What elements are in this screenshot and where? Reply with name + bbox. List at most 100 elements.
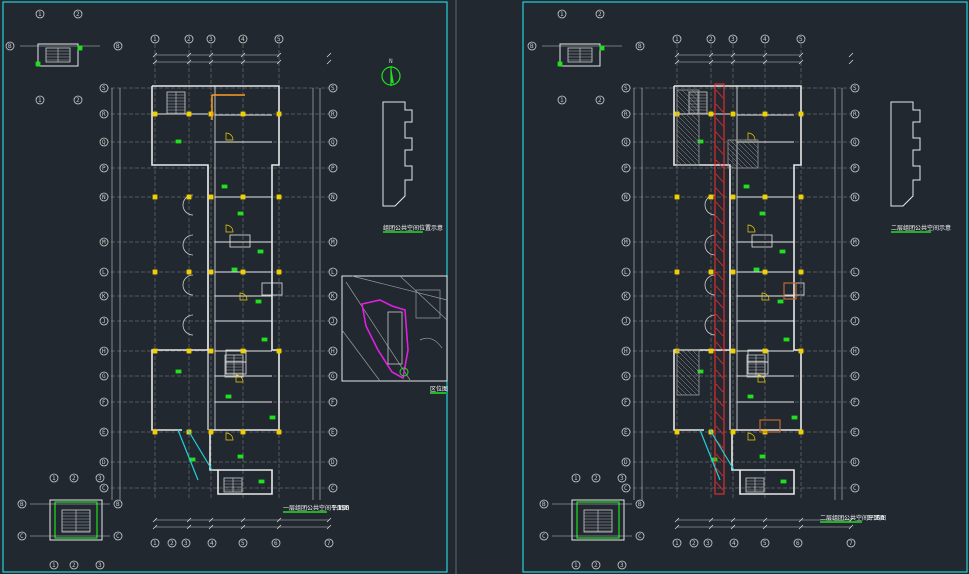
room-tag (175, 139, 182, 144)
grid-bubble: Q (621, 137, 631, 147)
svg-text:4: 4 (763, 36, 767, 43)
room-tag (780, 479, 787, 484)
north-arrow-icon: N (381, 58, 401, 86)
svg-text:3: 3 (98, 562, 102, 569)
svg-text:R: R (853, 111, 857, 118)
svg-text:1: 1 (560, 11, 564, 18)
hatched-void-north (676, 89, 700, 166)
curved-window (182, 314, 194, 336)
svg-text:7: 7 (327, 540, 331, 547)
svg-text:Q: Q (853, 139, 857, 146)
hatched-void-south (676, 349, 700, 396)
keyplan-right (890, 101, 921, 207)
svg-text:B: B (638, 43, 642, 50)
grid-bubble: 3 (617, 560, 627, 570)
room-tag (221, 184, 228, 189)
grid-bubble: B (5, 41, 15, 51)
svg-text:C: C (542, 533, 546, 540)
grid-bubble: P (99, 163, 109, 173)
svg-text:2: 2 (170, 540, 174, 547)
svg-text:1:150: 1:150 (332, 505, 349, 512)
svg-text:H: H (853, 348, 857, 355)
room-tag (225, 394, 232, 399)
grid-bubble: 3 (728, 34, 738, 44)
grid-bubble: E (99, 427, 109, 437)
svg-text:J: J (624, 318, 628, 325)
grid-bubble: B (539, 499, 549, 509)
stair-core (746, 354, 766, 378)
grid-bubble: C (328, 483, 338, 493)
curved-window (182, 274, 194, 296)
svg-text:P: P (102, 165, 106, 172)
grid-bubble: 3 (181, 538, 191, 548)
svg-text:Q: Q (331, 139, 335, 146)
svg-text:J: J (853, 318, 857, 325)
svg-text:5: 5 (763, 540, 767, 547)
svg-text:1: 1 (574, 562, 578, 569)
grid-bubble: C (17, 531, 27, 541)
grid-bubble: G (621, 371, 631, 381)
room-tag (269, 415, 276, 420)
curved-window (704, 314, 716, 336)
curved-window (704, 274, 716, 296)
stair-south (745, 477, 765, 493)
grid-bubble: 4 (729, 538, 739, 548)
svg-text:E: E (331, 429, 335, 436)
left-keyplan-title: 组团公共空间位置示意 (383, 224, 443, 233)
svg-text:6: 6 (274, 540, 278, 547)
door-swing (225, 432, 234, 441)
grid-bubble: G (99, 371, 109, 381)
grid-bubble: 4 (760, 34, 770, 44)
svg-text:1: 1 (560, 97, 564, 104)
door-swing (225, 224, 234, 233)
svg-text:N: N (853, 194, 857, 201)
grid-bubble: Q (328, 137, 338, 147)
grid-bubble: N (328, 192, 338, 202)
room-tag (791, 415, 798, 420)
svg-text:1:150: 1:150 (867, 515, 884, 522)
grid-bubble: L (99, 267, 109, 277)
grid-bubble: 5 (796, 34, 806, 44)
walls (151, 85, 283, 495)
svg-text:J: J (102, 318, 106, 325)
room-tag (697, 139, 704, 144)
svg-text:F: F (624, 399, 628, 406)
svg-text:2: 2 (692, 540, 696, 547)
door-swing (235, 374, 244, 383)
door-swing (239, 292, 248, 301)
svg-text:C: C (624, 485, 628, 492)
stair-north (688, 91, 708, 115)
grid-bubble: 5 (274, 34, 284, 44)
svg-text:3: 3 (98, 475, 102, 482)
grid-bubble: 2 (69, 473, 79, 483)
keyplan-left (382, 101, 413, 207)
svg-text:F: F (853, 399, 857, 406)
brown-room (759, 419, 781, 433)
door-swing (747, 432, 756, 441)
grid-bubble: 2 (73, 95, 83, 105)
toilet-room (229, 234, 251, 248)
svg-text:C: C (102, 485, 106, 492)
grid-bubble: C (99, 483, 109, 493)
grid-bubble: F (621, 397, 631, 407)
svg-text:2: 2 (72, 475, 76, 482)
right-keyplan-title: 二层组团公共空间示意 (891, 224, 951, 233)
grid-bubble: C (621, 483, 631, 493)
svg-text:J: J (331, 318, 335, 325)
svg-text:2: 2 (187, 36, 191, 43)
grid-bubble: 1 (150, 538, 160, 548)
grid-bubble: 2 (591, 560, 601, 570)
svg-text:2: 2 (598, 97, 602, 104)
grid-bubble: 7 (846, 538, 856, 548)
svg-text:区位图: 区位图 (430, 385, 448, 393)
svg-text:1: 1 (52, 562, 56, 569)
svg-text:E: E (853, 429, 857, 436)
grid-bubble: 4 (207, 538, 217, 548)
sheet-right-border (522, 1, 968, 573)
grid-bubble: 4 (238, 34, 248, 44)
svg-text:L: L (624, 269, 628, 276)
grid-bubble: L (621, 267, 631, 277)
svg-text:1: 1 (38, 11, 42, 18)
